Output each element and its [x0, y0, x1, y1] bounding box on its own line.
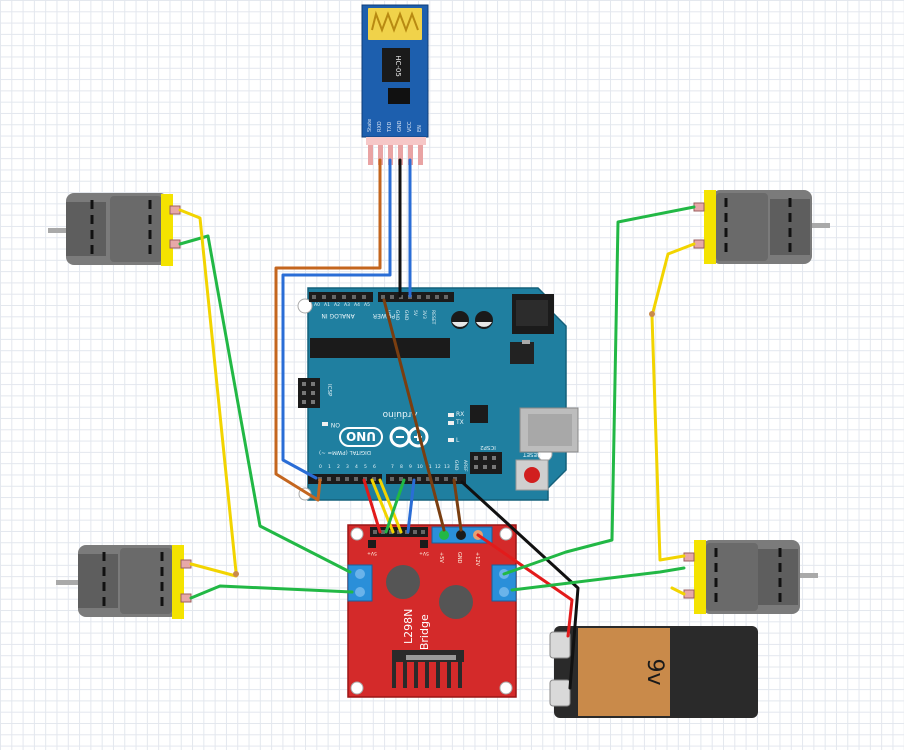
power-pin-gnd2: GND — [403, 310, 409, 321]
digital-pin-2: 2 — [337, 464, 340, 470]
digital-label: DIGITAL (PWM= ~) — [319, 449, 371, 455]
wire-gnd-brown — [452, 478, 463, 532]
digital-pin-9: 9 — [409, 464, 412, 470]
l-label: L — [456, 437, 460, 444]
hbridge-5v-label: +5V — [438, 552, 444, 563]
bt-pin-label-en: EN — [417, 125, 423, 132]
hbridge-12v-label: +12V — [474, 552, 480, 567]
wire-ctrl-yellow-2 — [378, 478, 403, 534]
digital-pin-6: 6 — [373, 464, 376, 470]
digital-pin-0: 0 — [319, 464, 322, 470]
bt-pin-label-gnd: GND — [397, 120, 403, 132]
on-label: ON — [331, 421, 340, 428]
digital-pin-5: 5 — [364, 464, 367, 470]
uno-logo-text: UNO — [346, 429, 376, 443]
analog-pin-a0: A0 — [314, 302, 320, 308]
hbridge-ctrl-right-label: 5V+ — [419, 550, 429, 556]
analog-pin-a2: A2 — [334, 302, 340, 308]
bt-pin-label-txd: TXD — [387, 122, 393, 133]
hbridge-title-line1: L298N — [402, 609, 415, 644]
motor-bottom-left — [56, 545, 192, 619]
arduino-uno-board: ANALOG IN POWER A0 A1 A2 A3 A4 A5 VIN GN… — [297, 287, 579, 501]
battery-label: 9v — [642, 658, 667, 685]
analog-in-label: ANALOG IN — [321, 312, 354, 319]
wire-ctrl-green — [384, 478, 406, 534]
wires — [178, 158, 696, 690]
motor-top-left — [48, 193, 181, 266]
hbridge-gnd-label: GND — [456, 552, 462, 564]
wire-ctrl-red — [362, 478, 382, 534]
wire-battery-red — [476, 533, 574, 638]
wire-motor-bl-yellow — [189, 562, 238, 578]
power-pin-5v: 5V — [412, 310, 418, 317]
power-pin-reset: RESET — [430, 310, 436, 325]
battery-9v: 9v — [549, 626, 758, 718]
motor-bottom-right — [683, 540, 818, 614]
digital-pin-4: 4 — [355, 464, 358, 470]
reset-label: RESET — [523, 451, 541, 457]
arduino-logo: UNO Arduino — [339, 409, 429, 448]
wire-ctrl-blue — [406, 478, 416, 534]
analog-pin-a3: A3 — [344, 302, 350, 308]
wire-battery-black — [460, 480, 580, 690]
wire-5v-brown — [382, 298, 446, 532]
hbridge-ctrl-left-label: 5V+ — [367, 550, 377, 556]
wire-motor-tl-yellow — [178, 208, 238, 574]
digital-pin-12: 12 — [435, 464, 441, 470]
wire-motor-tr-yellow — [650, 242, 696, 562]
digital-pin-1: 1 — [328, 464, 331, 470]
power-pin-gnd1: GND — [394, 310, 400, 321]
wire-bt-txd-blue — [281, 158, 392, 480]
bluetooth-module: HC-05 State RXD TXD GND VCC EN — [361, 4, 429, 165]
digital-pin-13: 13 — [444, 464, 450, 470]
motor-top-right — [693, 190, 830, 264]
digital-pin-10: 10 — [417, 464, 423, 470]
bluetooth-model-label: HC-05 — [394, 55, 402, 77]
icsp-label: ICSP — [326, 384, 332, 397]
bt-pin-label-rxd: RXD — [377, 121, 383, 132]
bt-pin-label-vcc: VCC — [407, 121, 413, 132]
digital-pin-8: 8 — [400, 464, 403, 470]
wire-motor-bl-green — [189, 584, 354, 600]
analog-pin-a5: A5 — [364, 302, 370, 308]
gnd-label: GND — [453, 460, 459, 471]
arduino-brand-text: Arduino — [382, 409, 417, 419]
wire-motor-tl-green — [178, 234, 352, 574]
analog-pin-a1: A1 — [324, 302, 330, 308]
digital-pin-7: 7 — [391, 464, 394, 470]
aref-label: AREF — [462, 460, 468, 472]
bluetooth-header-pins — [366, 137, 426, 165]
wire-motor-br-green — [510, 566, 686, 592]
l298n-hbridge-board: 5V+ 5V+ +5V GND +12V L298N H-Bridge — [347, 524, 517, 698]
power-pin-3v3: 3V3 — [421, 310, 427, 319]
power-label: POWER — [373, 312, 395, 319]
bt-pin-label-state: State — [367, 119, 373, 132]
tx-label: TX — [455, 419, 464, 426]
wire-motor-br-yellow — [670, 586, 686, 596]
digital-pin-3: 3 — [346, 464, 349, 470]
analog-pin-a4: A4 — [354, 302, 360, 308]
wire-bt-rxd-orange — [274, 158, 382, 502]
icsp2-label: ICSP2 — [480, 444, 496, 450]
wire-motor-tr-green — [502, 205, 696, 576]
rx-label: RX — [456, 411, 464, 418]
